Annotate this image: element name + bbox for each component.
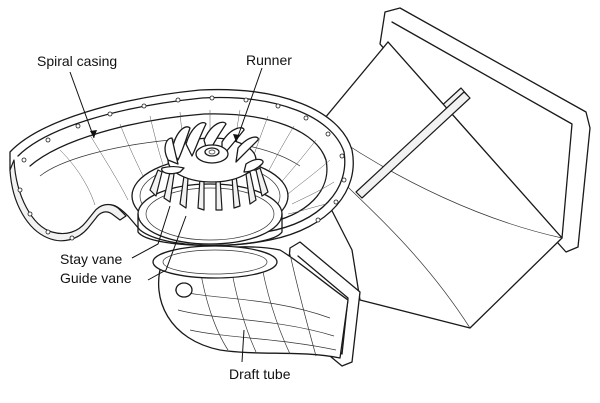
leader-stay-vane [131,205,171,259]
outlet-duct [299,7,591,329]
label-guide-vane: Guide vane [60,270,132,286]
leader-spiral-casing [69,71,95,139]
draft-tube [152,241,361,367]
leader-runner [235,67,263,143]
vane-ring [131,157,289,247]
leader-lines [69,67,263,363]
label-draft-tube: Draft tube [229,366,291,382]
runner [161,121,264,183]
leader-guide-vane [147,215,187,281]
label-spiral-casing: Spiral casing [37,53,118,69]
label-stay-vane: Stay vane [60,251,123,267]
label-runner: Runner [246,52,292,68]
leader-draft-tube [241,329,245,363]
